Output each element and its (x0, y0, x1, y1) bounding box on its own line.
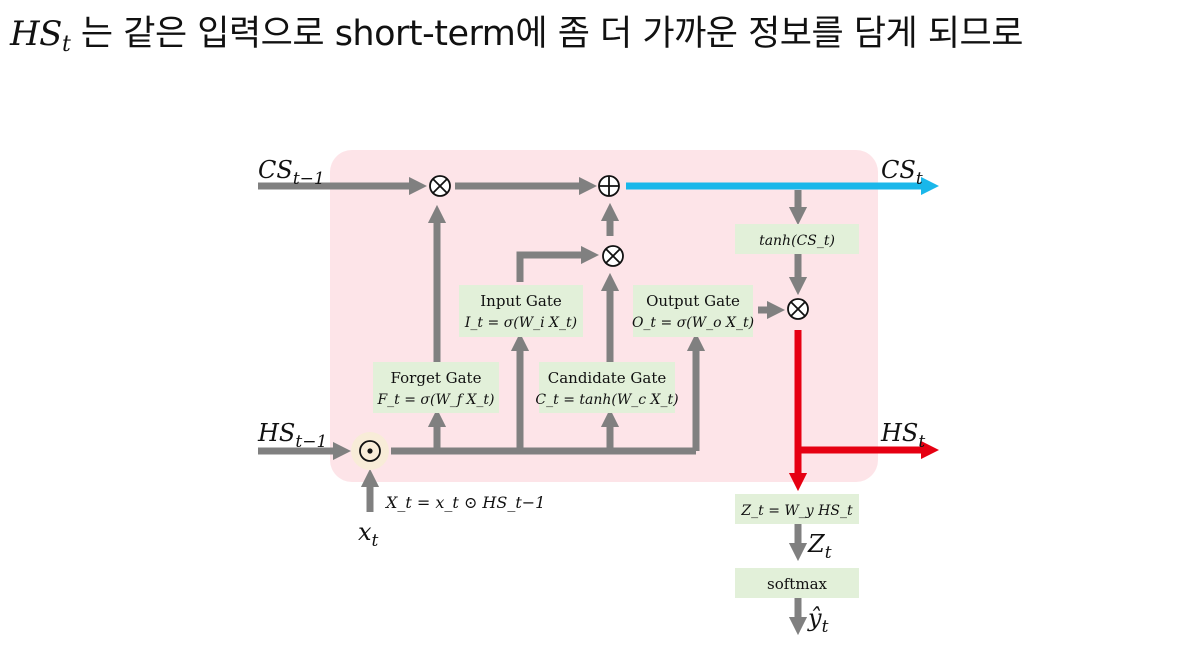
input-gate-formula: I_t = σ(W_i X_t) (464, 315, 577, 331)
tanh-formula: tanh(CS_t) (759, 233, 835, 249)
candidate-gate: Candidate Gate C_t = tanh(W_c X_t) (535, 362, 679, 413)
label-y-hat: ŷt (807, 604, 829, 637)
label-cs-prev: CSt−1 (258, 156, 325, 189)
z-formula: Z_t = W_y HS_t (740, 503, 853, 519)
title-math-main: HS (10, 14, 62, 54)
output-gate-formula: O_t = σ(W_o X_t) (632, 315, 754, 331)
label-cs-next: CSt (881, 156, 923, 189)
output-gate-name: Output Gate (646, 292, 740, 310)
softmax-label: softmax (767, 575, 827, 593)
label-hs-next: HSt (880, 419, 925, 452)
x-formula: X_t = x_t ⊙ HS_t−1 (384, 493, 545, 512)
input-gate-name: Input Gate (480, 292, 562, 310)
op-add (598, 175, 620, 197)
softmax-box: softmax (735, 568, 859, 598)
gray-arrows (258, 176, 808, 636)
forget-gate: Forget Gate F_t = σ(W_f X_t) (373, 362, 499, 413)
forget-gate-formula: F_t = σ(W_f X_t) (376, 392, 494, 408)
slide-title: HSt 는 같은 입력으로 short-term에 좀 더 가까운 정보를 담게… (10, 4, 1190, 64)
op-output-multiply (787, 298, 809, 320)
z-box: Z_t = W_y HS_t (735, 494, 859, 524)
op-input-multiply (602, 245, 624, 267)
arrow-input-gate-to-mult (516, 245, 600, 282)
candidate-gate-formula: C_t = tanh(W_c X_t) (535, 392, 678, 408)
label-hs-prev: HSt−1 (257, 419, 327, 452)
title-math-sub: t (61, 32, 71, 57)
input-gate: Input Gate I_t = σ(W_i X_t) (459, 285, 583, 337)
output-gate: Output Gate O_t = σ(W_o X_t) (632, 285, 754, 337)
red-arrows (788, 330, 940, 492)
title-text: 는 같은 입력으로 short-term에 좀 더 가까운 정보를 담게 되므로 (70, 14, 1024, 54)
op-hadamard (351, 432, 389, 470)
title-math: HSt (10, 14, 71, 57)
candidate-gate-name: Candidate Gate (548, 369, 667, 387)
label-x-input: xt (358, 518, 379, 551)
op-forget-multiply (429, 175, 451, 197)
forget-gate-name: Forget Gate (391, 369, 482, 387)
label-z-out: Zt (807, 530, 832, 563)
tanh-box: tanh(CS_t) (735, 224, 859, 254)
